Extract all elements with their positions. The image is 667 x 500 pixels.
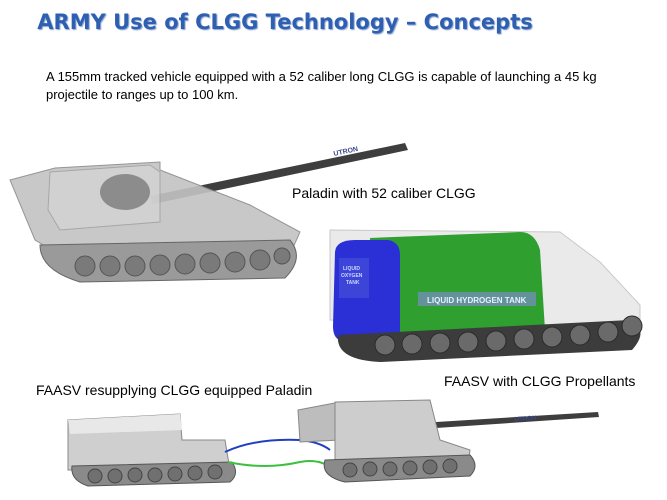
caption-paladin: Paladin with 52 caliber CLGG: [292, 185, 476, 201]
lh2-tank-plate: [418, 292, 536, 306]
resupply-paladin-wheels: [342, 458, 458, 478]
paladin-wheels: [74, 247, 291, 277]
caption-resupply: FAASV resupplying CLGG equipped Paladin: [36, 382, 313, 398]
caption-faasv: FAASV with CLGG Propellants: [444, 373, 636, 389]
paladin-gun-mount: [100, 174, 150, 210]
lh2-tank: [370, 232, 545, 335]
resupply-scene: UTRON: [67, 399, 599, 487]
lox-tank-label-line2: OXYGEN: [341, 273, 363, 279]
description-text: A 155mm tracked vehicle equipped with a …: [46, 69, 597, 102]
lox-tank-plate: [339, 258, 369, 298]
lox-tank-label-line1: LIQUID: [343, 266, 360, 272]
paladin-vehicle: UTRON: [9, 143, 408, 283]
resupply-lh2-line: [227, 460, 336, 471]
resupply-utron-mark: UTRON: [515, 416, 537, 423]
lox-tank-label-line3: TANK: [346, 280, 360, 286]
resupply-faasv-top: [68, 414, 182, 434]
faasv-wheels: [374, 315, 643, 356]
faasv-vehicle: LIQUID HYDROGEN TANK LIQUID OXYGEN TANK: [329, 229, 643, 362]
resupply-paladin-rear: [297, 401, 341, 443]
resupply-faasv-wheels: [87, 464, 223, 484]
page-title: ARMY Use of CLGG Technology – Concepts: [37, 10, 533, 34]
paladin-gun-barrel: [150, 143, 408, 204]
lh2-tank-label: LIQUID HYDROGEN TANK: [427, 296, 527, 305]
resupply-paladin-track: [323, 454, 476, 483]
resupply-paladin-barrel: [420, 412, 599, 429]
